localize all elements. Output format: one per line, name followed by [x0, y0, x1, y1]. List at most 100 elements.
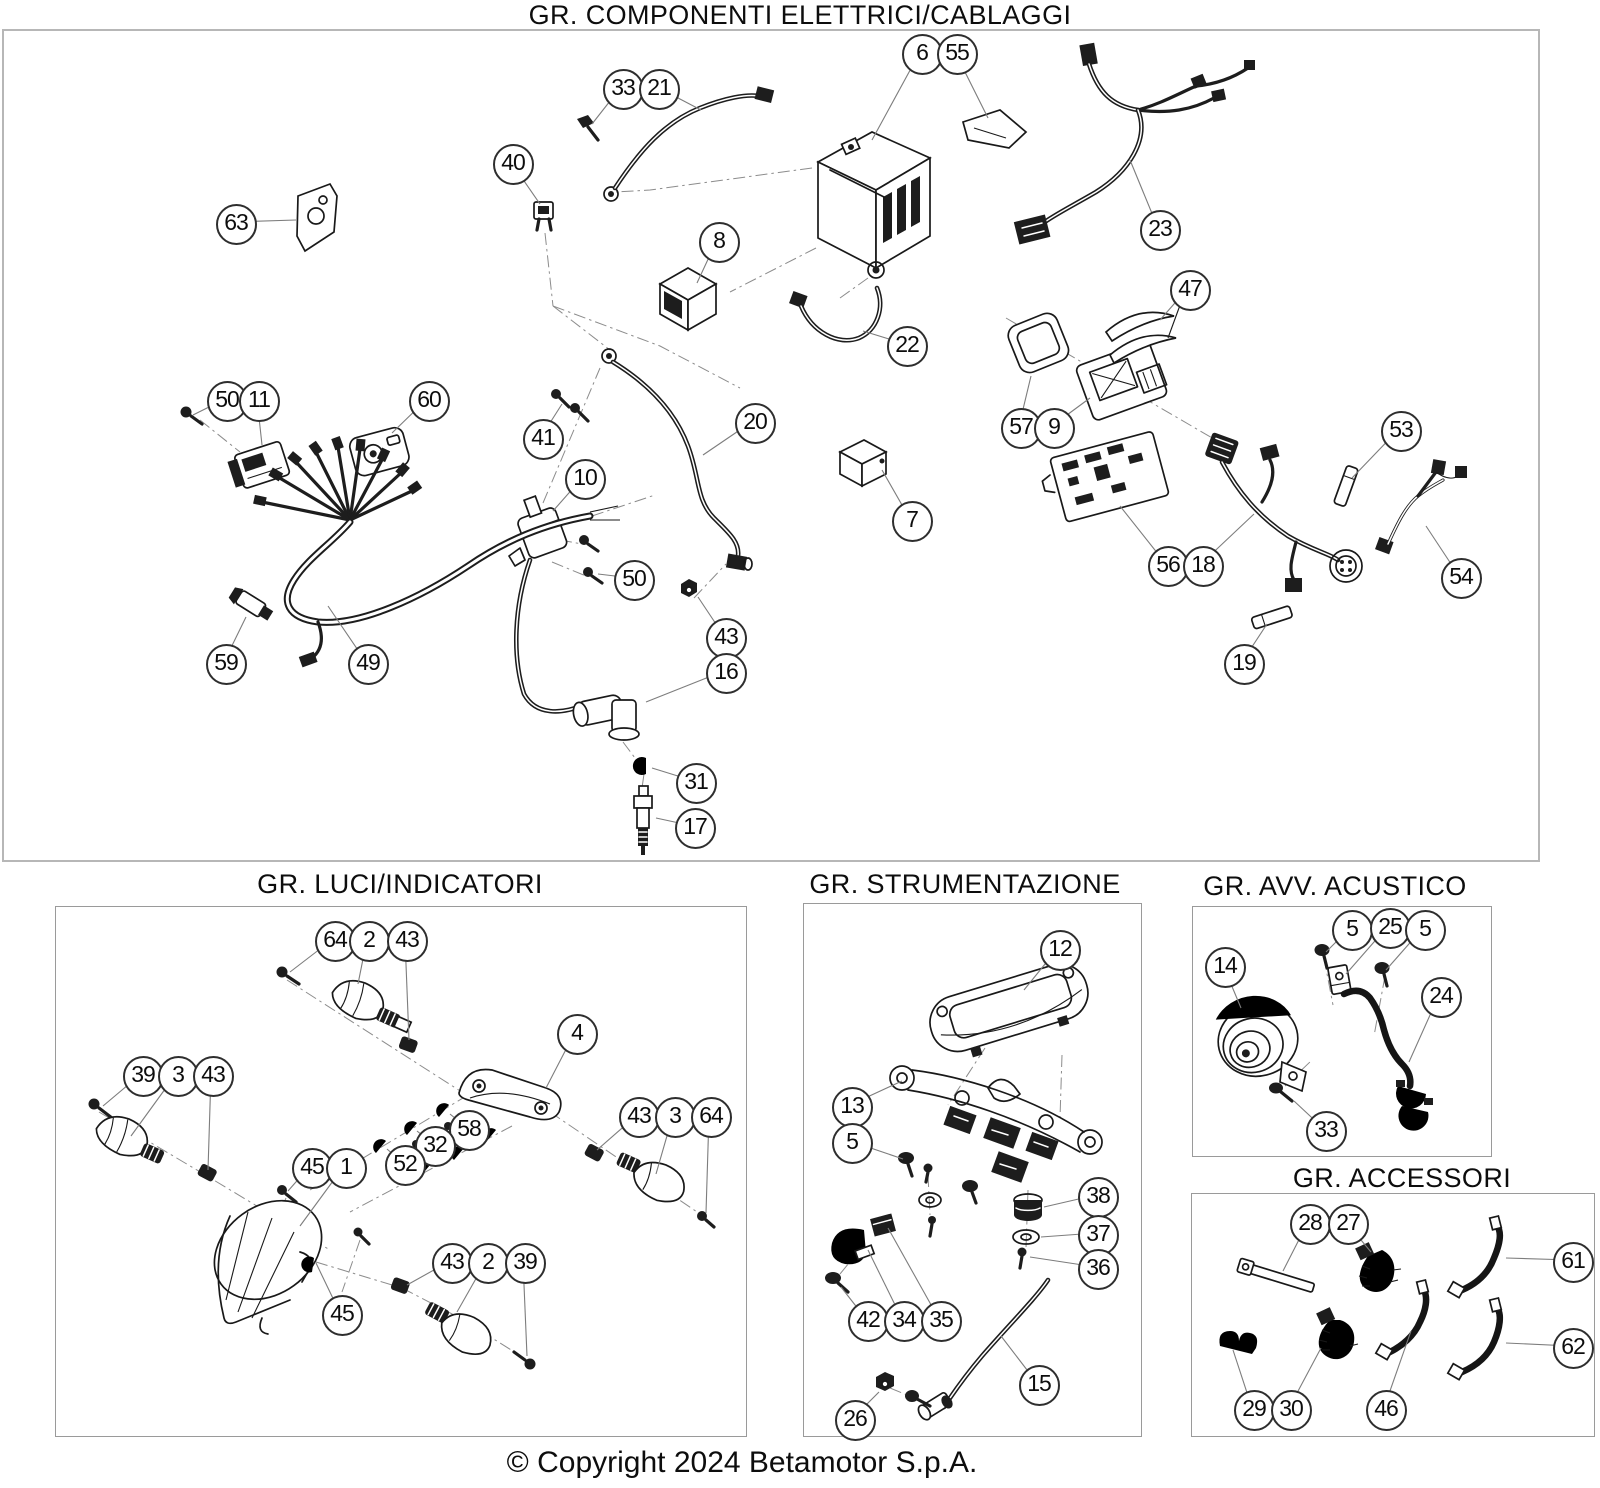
- callout-30: 30: [1270, 1389, 1312, 1431]
- callout-43: 43: [192, 1055, 234, 1097]
- callout-50: 50: [613, 559, 655, 601]
- callout-19: 19: [1223, 643, 1265, 685]
- callout-54: 54: [1440, 557, 1482, 599]
- sensor-cable-part-15: [917, 1277, 1051, 1421]
- callout-1: 1: [325, 1147, 367, 1189]
- sensor-part-59: [228, 587, 274, 621]
- screw-part-64-top: [276, 966, 301, 986]
- callout-34: 34: [883, 1300, 925, 1342]
- callout-43: 43: [618, 1096, 660, 1138]
- callout-33: 33: [602, 68, 644, 110]
- bracket-part-61: [1446, 1214, 1504, 1299]
- nut-part-43: [681, 579, 697, 597]
- wiring-harness-part-23: [1013, 42, 1255, 245]
- horn-part-14: [1215, 995, 1307, 1093]
- section-box-luci: [55, 906, 747, 1437]
- callout-52: 52: [384, 1144, 426, 1186]
- cable-clamp-part-30: [1316, 1307, 1359, 1360]
- callout-49: 49: [347, 643, 389, 685]
- callout-29: 29: [1233, 1389, 1275, 1431]
- dashboard-screws-washers: [898, 1152, 978, 1238]
- bracket-part-46: [1374, 1278, 1430, 1361]
- horn-screws-part-5: [1314, 944, 1390, 988]
- headlight-part-1: [213, 1185, 371, 1335]
- rubber-spacer-part-43-bottom: [390, 1277, 410, 1294]
- clip-part-31: [632, 757, 646, 775]
- callout-21: 21: [638, 68, 680, 110]
- bolt-part-33-horn: [1269, 1082, 1294, 1103]
- callout-41: 41: [522, 418, 564, 460]
- section-title-acustico: GR. AVV. ACUSTICO: [1203, 871, 1467, 901]
- bracket-plate-part-63: [296, 182, 338, 253]
- section-box-acustico: [1192, 906, 1492, 1157]
- callout-43: 43: [386, 920, 428, 962]
- section-box-componenti: [2, 29, 1540, 862]
- turn-indicator-part-3-right: [584, 1144, 716, 1229]
- callout-47: 47: [1169, 269, 1211, 311]
- clamp-part-35: [831, 1228, 876, 1265]
- cable-clamp-part-27: [1355, 1242, 1402, 1293]
- screw-part-39-bottom: [512, 1350, 536, 1370]
- callout-27: 27: [1327, 1203, 1369, 1245]
- section-title-accessori: GR. ACCESSORI: [1292, 1163, 1512, 1193]
- callout-55: 55: [936, 33, 978, 75]
- rod-part-28: [1236, 1257, 1315, 1293]
- battery-cable-part-21: [603, 86, 775, 202]
- battery-part-6: [816, 131, 932, 270]
- callout-14: 14: [1204, 946, 1246, 988]
- turn-indicator-part-2-top: [331, 980, 413, 1034]
- callout-3: 3: [157, 1055, 199, 1097]
- spark-plug-part-17: [633, 785, 653, 855]
- callout-23: 23: [1139, 209, 1181, 251]
- callout-26: 26: [834, 1399, 876, 1441]
- callout-43: 43: [431, 1242, 473, 1284]
- clip-part-29: [1219, 1331, 1258, 1354]
- bolt-part-42: [825, 1272, 850, 1294]
- callout-45: 45: [321, 1294, 363, 1336]
- starter-cable-part-22: [789, 261, 885, 343]
- callout-64: 64: [690, 1096, 732, 1138]
- callout-58: 58: [448, 1109, 490, 1151]
- callout-18: 18: [1182, 545, 1224, 587]
- callout-40: 40: [492, 143, 534, 185]
- section-title-luci: GR. LUCI/INDICATORI: [257, 869, 543, 899]
- callout-5: 5: [1404, 909, 1446, 951]
- callout-2: 2: [348, 920, 390, 962]
- callout-15: 15: [1018, 1364, 1060, 1406]
- bolt-part-33: [577, 115, 600, 142]
- rubber-spacer-part-43-left: [197, 1164, 217, 1182]
- bracket-part-56: [1041, 431, 1170, 523]
- callout-5: 5: [831, 1122, 873, 1164]
- callout-12: 12: [1039, 929, 1081, 971]
- callout-57: 57: [1000, 407, 1042, 449]
- callout-17: 17: [674, 807, 716, 849]
- turn-indicator-part-3-left: [95, 1116, 165, 1164]
- callout-11: 11: [238, 380, 280, 422]
- callout-61: 61: [1552, 1241, 1594, 1283]
- callout-7: 7: [891, 500, 933, 542]
- callout-22: 22: [886, 325, 928, 367]
- section-title-componenti: GR. COMPONENTI ELETTRICI/CABLAGGI: [528, 0, 1072, 30]
- rubber-wedge-part-55: [961, 109, 1028, 149]
- callout-8: 8: [698, 221, 740, 263]
- section-title-strumentazione: GR. STRUMENTAZIONE: [809, 869, 1121, 899]
- screw-part-36: [1017, 1247, 1027, 1270]
- callout-35: 35: [920, 1300, 962, 1342]
- callout-56: 56: [1147, 545, 1189, 587]
- shrink-tube-part-53: [1333, 465, 1359, 507]
- callout-63: 63: [215, 203, 257, 245]
- ignition-coil-part-10: [508, 495, 587, 714]
- washer-part-37: [1012, 1229, 1040, 1245]
- callout-59: 59: [205, 643, 247, 685]
- callout-46: 46: [1365, 1389, 1407, 1431]
- rubber-spacer-part-43-top: [398, 1036, 418, 1053]
- callout-38: 38: [1077, 1176, 1119, 1218]
- callout-4: 4: [556, 1013, 598, 1055]
- callout-62: 62: [1552, 1327, 1594, 1369]
- ecu-cover-part-57: [1007, 312, 1070, 374]
- nut-bolt-part-26: [876, 1372, 932, 1408]
- callout-9: 9: [1033, 407, 1075, 449]
- callout-5: 5: [1331, 909, 1373, 951]
- section-box-accessori: [1191, 1193, 1595, 1437]
